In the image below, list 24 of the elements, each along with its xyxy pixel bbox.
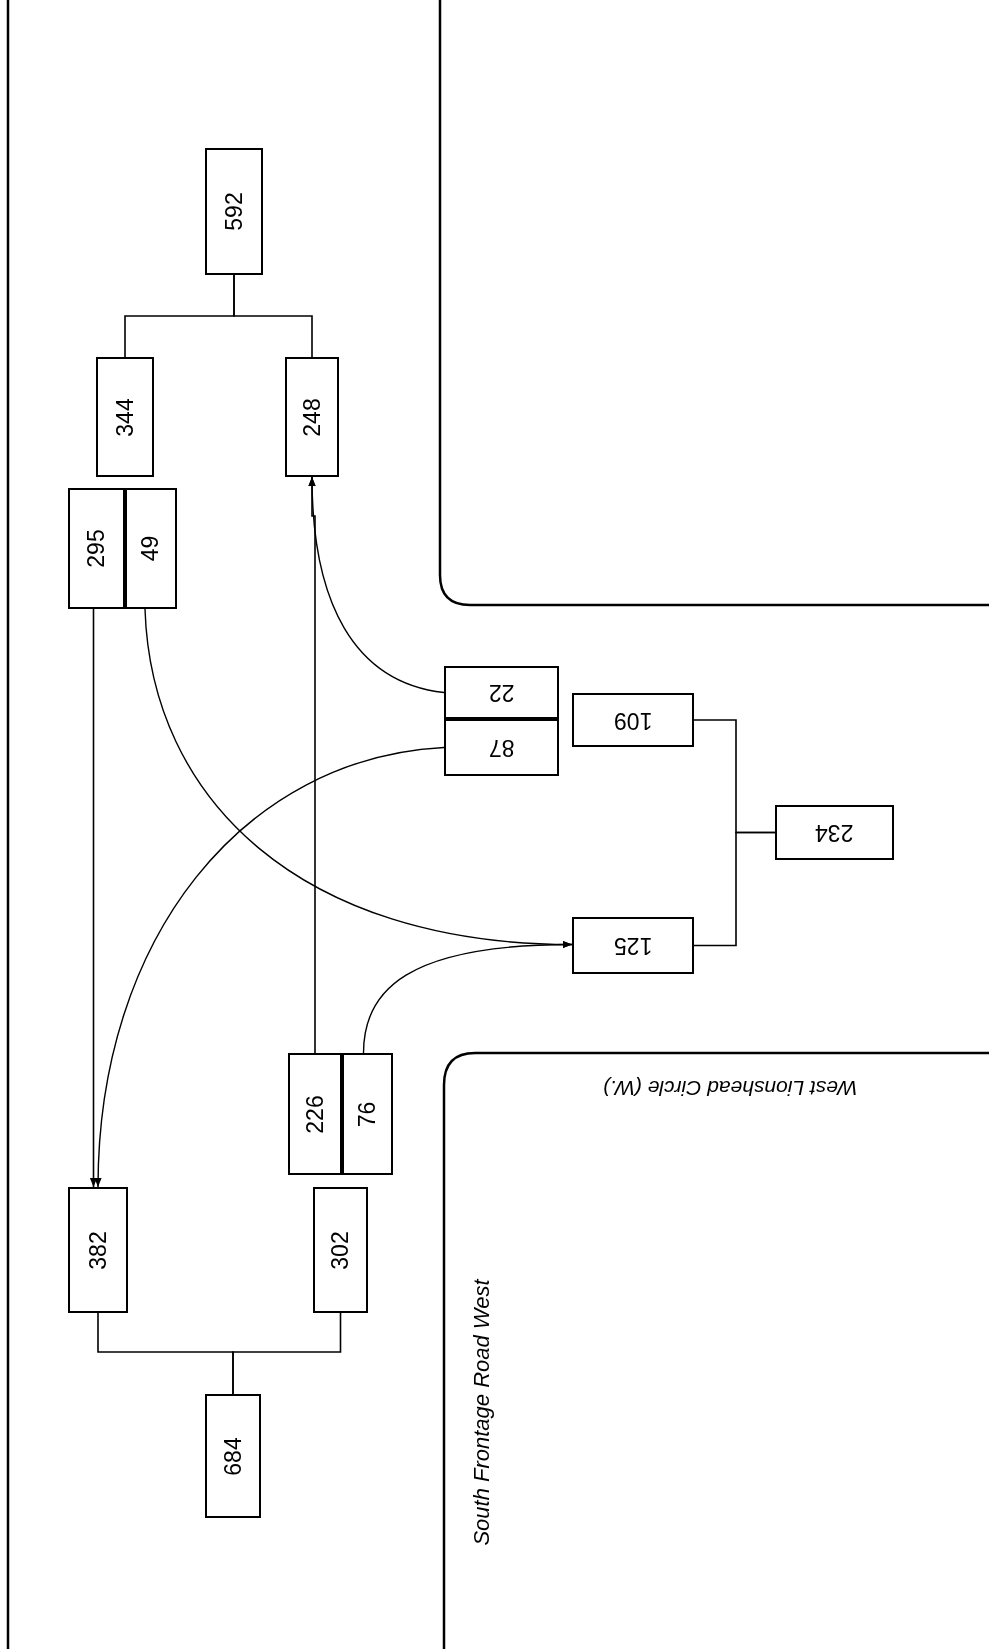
volume-box: 87 bbox=[444, 719, 559, 776]
street-name: South Frontage Road West bbox=[467, 1278, 495, 1546]
volume-box: 302 bbox=[313, 1187, 368, 1313]
volume-box: 592 bbox=[205, 148, 263, 275]
volume-box: 125 bbox=[572, 917, 694, 974]
volume-box: 684 bbox=[205, 1394, 261, 1518]
arrow bbox=[94, 746, 445, 1188]
volume-box: 49 bbox=[125, 488, 177, 609]
volume-box: 22 bbox=[444, 666, 559, 719]
volume-box: 382 bbox=[68, 1187, 128, 1313]
volume-box: 344 bbox=[96, 357, 154, 477]
arrow bbox=[308, 476, 316, 1054]
volume-box: 234 bbox=[775, 805, 894, 860]
volume-box: 295 bbox=[68, 488, 125, 609]
connector-line bbox=[693, 831, 776, 947]
volume-box: 248 bbox=[285, 357, 339, 477]
street-name: West Lionshead Circle (W.) bbox=[602, 1075, 858, 1102]
connector-line bbox=[232, 1312, 342, 1395]
volume-box: 109 bbox=[572, 693, 694, 747]
arrow bbox=[89, 608, 98, 1188]
volume-box: 226 bbox=[288, 1053, 342, 1175]
volume-box: 76 bbox=[342, 1053, 393, 1175]
arrow bbox=[362, 941, 573, 1054]
connector-line bbox=[233, 274, 313, 358]
